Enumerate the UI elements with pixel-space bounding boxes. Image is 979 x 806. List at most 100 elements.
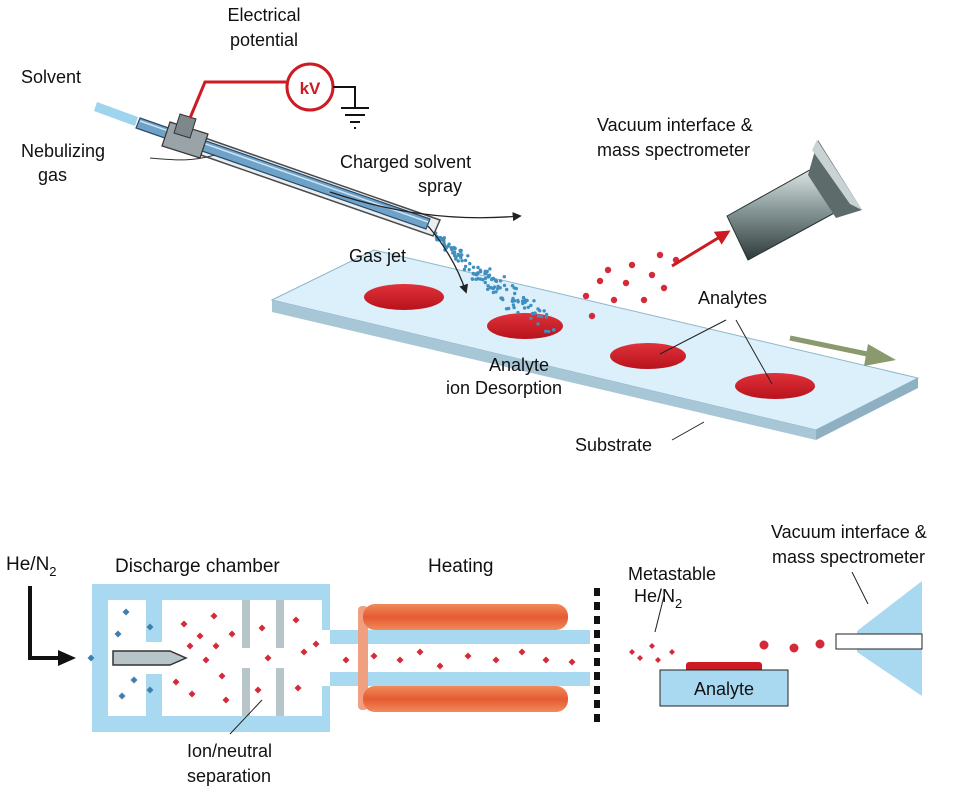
spray-droplet (498, 279, 503, 283)
metastable-particle (629, 649, 635, 655)
neutral-particle (87, 654, 95, 662)
spray-droplet (470, 277, 474, 281)
spray-droplet (507, 306, 511, 311)
metastable-particle (436, 662, 444, 670)
spray-droplet (471, 265, 476, 269)
spray-droplet (544, 329, 548, 333)
spray-droplet (490, 277, 494, 282)
dart-particles (87, 608, 825, 704)
ion-particle (188, 690, 196, 698)
spray-droplet (542, 309, 546, 313)
desorbed-ion (588, 312, 596, 320)
electrical-circuit: kV (188, 62, 369, 129)
desorbed-ion (660, 284, 668, 292)
desorption-label-2: ion Desorption (446, 378, 562, 398)
spray-droplet (536, 322, 540, 326)
analyte-spot-1 (364, 284, 444, 310)
dart-diagram: Analyte He/N2 Discharge chamber Heating … (6, 522, 927, 786)
separation-callout (229, 699, 263, 735)
discharge-chamber-label: Discharge chamber (115, 556, 280, 577)
spray-droplet (529, 303, 533, 308)
analyte-spot-4 (735, 373, 815, 399)
metastable-particle (518, 648, 526, 656)
charged-spray-label: Charged solvent (340, 152, 471, 172)
nebulizing-gas-label: Nebulizing (21, 141, 105, 161)
spray-droplet (521, 295, 526, 300)
spray-droplet (460, 259, 464, 263)
spray-droplet (502, 275, 506, 279)
ion-particle (210, 612, 218, 620)
spray-droplet (523, 300, 527, 304)
spray-droplet (511, 296, 515, 301)
desorbed-ion (596, 277, 604, 285)
separation-label: Ion/neutral (187, 741, 272, 761)
ion-particle (180, 620, 188, 628)
spray-droplet (529, 316, 533, 321)
spray-droplet (510, 284, 515, 288)
spray-droplet (512, 305, 516, 310)
substrate-label: Substrate (575, 435, 652, 455)
spray-droplet (462, 267, 467, 272)
outlet-tube (330, 630, 590, 686)
desorbed-ion (656, 251, 664, 259)
direction-arrow (789, 335, 896, 366)
metastable-particle (542, 656, 550, 664)
spray-droplet (476, 265, 480, 270)
metastable-gas-label: He/N2 (634, 586, 682, 611)
spray-droplet (486, 287, 490, 291)
gas-inlet-arrow (28, 586, 76, 666)
heater (358, 604, 568, 712)
substrate-callout (671, 421, 705, 441)
spray-droplet (511, 303, 516, 307)
spray-droplet (442, 242, 446, 246)
ion-particle (292, 616, 300, 624)
desorbed-ion (610, 296, 618, 304)
spray-droplet (468, 261, 472, 266)
gas-inlet-label: He/N2 (6, 554, 57, 579)
ion-particle (258, 624, 266, 632)
neutral-particle (146, 686, 154, 694)
spray-droplet (533, 311, 537, 315)
analyte-ion (789, 643, 799, 653)
vacuum-interface-label: Vacuum interface & (597, 115, 753, 135)
spray-droplet (478, 268, 483, 272)
ion-particle (228, 630, 236, 638)
spray-droplet (547, 329, 551, 334)
ion-particle (212, 642, 220, 650)
spray-droplet (496, 284, 500, 289)
separation-label-2: separation (187, 766, 271, 786)
spray-droplet (491, 290, 496, 295)
mass-spectrometer-cone (726, 140, 862, 261)
neutral-particle (114, 630, 122, 638)
spray-droplet (483, 280, 487, 285)
metastable-particle (637, 655, 643, 661)
spray-droplet (512, 299, 517, 303)
electrical-potential-label: Electrical (227, 5, 300, 25)
spray-droplet (538, 309, 542, 313)
metastable-particle (396, 656, 404, 664)
gas-jet-label: Gas jet (349, 246, 406, 266)
electrical-potential-label-2: potential (230, 30, 298, 50)
spray-droplet (532, 299, 536, 303)
spray-droplet (476, 277, 480, 281)
analytes-callout-1 (659, 319, 727, 355)
analyte-spot-2 (487, 313, 563, 339)
metastable-callout (654, 595, 665, 633)
spray-droplet (454, 257, 458, 261)
mass-spec-inlet (835, 581, 923, 696)
neutral-particle (118, 692, 126, 700)
mass-spectrometer-label-bottom: mass spectrometer (772, 547, 925, 567)
spray-droplet (536, 314, 541, 318)
spray-droplet (516, 310, 520, 315)
spray-droplet (486, 274, 490, 278)
charged-spray-label-2: spray (418, 176, 462, 196)
mass-spectrometer-label: mass spectrometer (597, 140, 750, 160)
mass-spec-callout (851, 571, 869, 605)
spray-droplet (530, 311, 535, 316)
desi-diagram: kV Electrical potential Solvent Nebulizi… (21, 5, 920, 455)
metastable-particle (649, 643, 655, 649)
desorbed-ion (648, 271, 656, 279)
ion-particle (264, 654, 272, 662)
spray-droplet (452, 250, 457, 254)
